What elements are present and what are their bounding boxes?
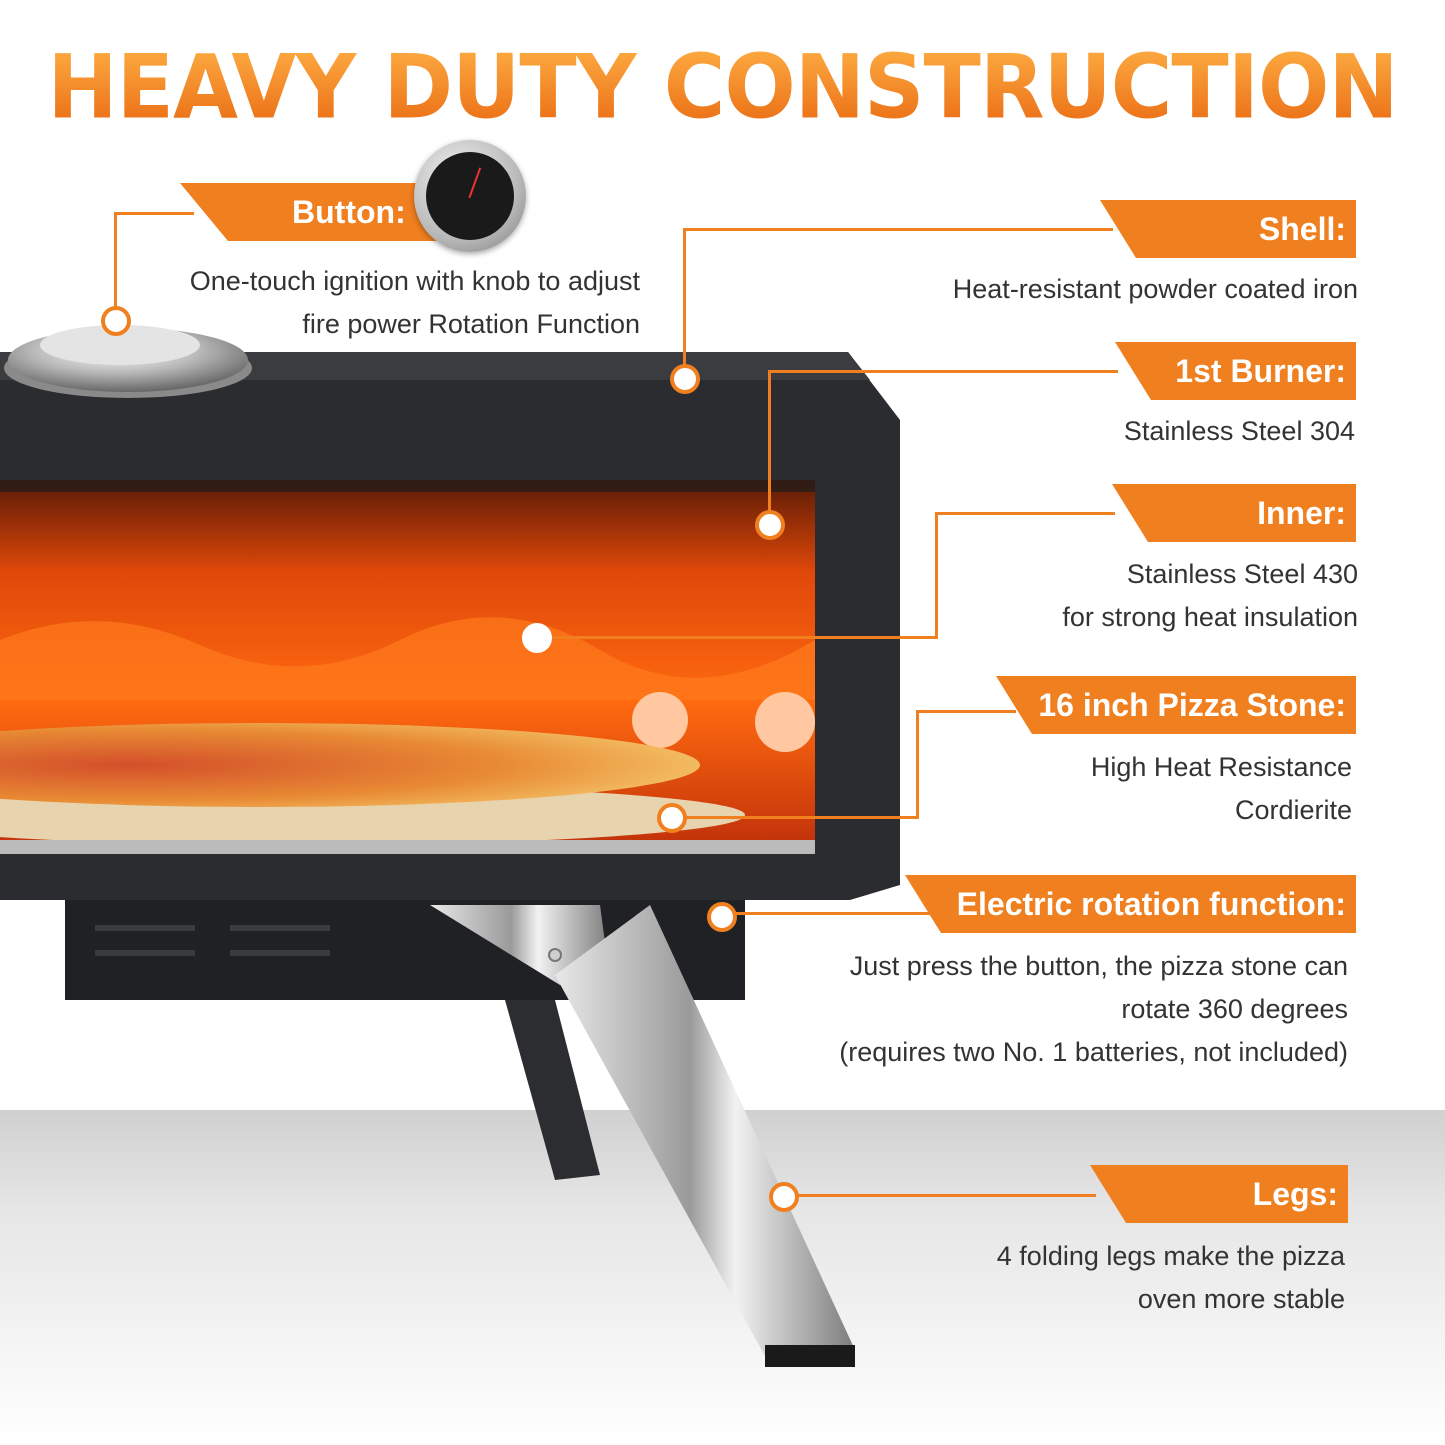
button-label: Button: (292, 194, 406, 230)
burner-leader-h (768, 370, 1118, 373)
legs-marker (769, 1182, 799, 1212)
button-leader-h (114, 212, 194, 215)
inner-description: Stainless Steel 430 for strong heat insu… (1062, 559, 1358, 632)
button-leader-v (114, 212, 117, 310)
button-description: One-touch ignition with knob to adjust f… (189, 266, 640, 339)
thermometer-gauge-icon (414, 140, 526, 252)
stone-leader-h2 (680, 816, 919, 819)
rotation-banner: Electric rotation function: (905, 875, 1356, 933)
shell-description: Heat-resistant powder coated iron (952, 274, 1358, 304)
rotation-marker (707, 902, 737, 932)
shell-label: Shell: (1258, 211, 1346, 247)
stone-marker (657, 803, 687, 833)
stone-banner: 16 inch Pizza Stone: (996, 676, 1356, 734)
stone-label: 16 inch Pizza Stone: (1038, 687, 1346, 723)
inner-banner: Inner: (1112, 484, 1356, 542)
stone-leader-v (916, 710, 919, 818)
shell-leader-h (683, 228, 1113, 231)
stone-leader-h (916, 710, 1016, 713)
shell-leader-v (683, 228, 686, 368)
burner-description: Stainless Steel 304 (1123, 416, 1355, 446)
pizza-oven-image (0, 325, 900, 1367)
rotation-description: Just press the button, the pizza stone c… (839, 951, 1348, 1067)
legs-leader-h (796, 1194, 1096, 1197)
inner-marker (522, 623, 552, 653)
burner-leader-v (768, 370, 771, 512)
inner-label: Inner: (1257, 495, 1346, 531)
legs-label: Legs: (1252, 1176, 1338, 1212)
button-marker (101, 306, 131, 336)
inner-leader-v (935, 512, 938, 638)
rotation-leader-h (720, 912, 940, 915)
rotation-label: Electric rotation function: (956, 886, 1346, 922)
shell-marker (670, 364, 700, 394)
stone-description: High Heat Resistance Cordierite (1090, 752, 1352, 825)
shell-banner: Shell: (1100, 200, 1356, 258)
inner-leader-h (935, 512, 1115, 515)
legs-banner: Legs: (1090, 1165, 1348, 1223)
burner-label: 1st Burner: (1175, 353, 1346, 389)
legs-description: 4 folding legs make the pizza oven more … (996, 1241, 1345, 1314)
burner-marker (755, 510, 785, 540)
burner-banner: 1st Burner: (1115, 342, 1356, 400)
page-title: HEAVY DUTY CONSTRUCTION (0, 36, 1445, 139)
inner-leader-h2 (550, 636, 938, 639)
